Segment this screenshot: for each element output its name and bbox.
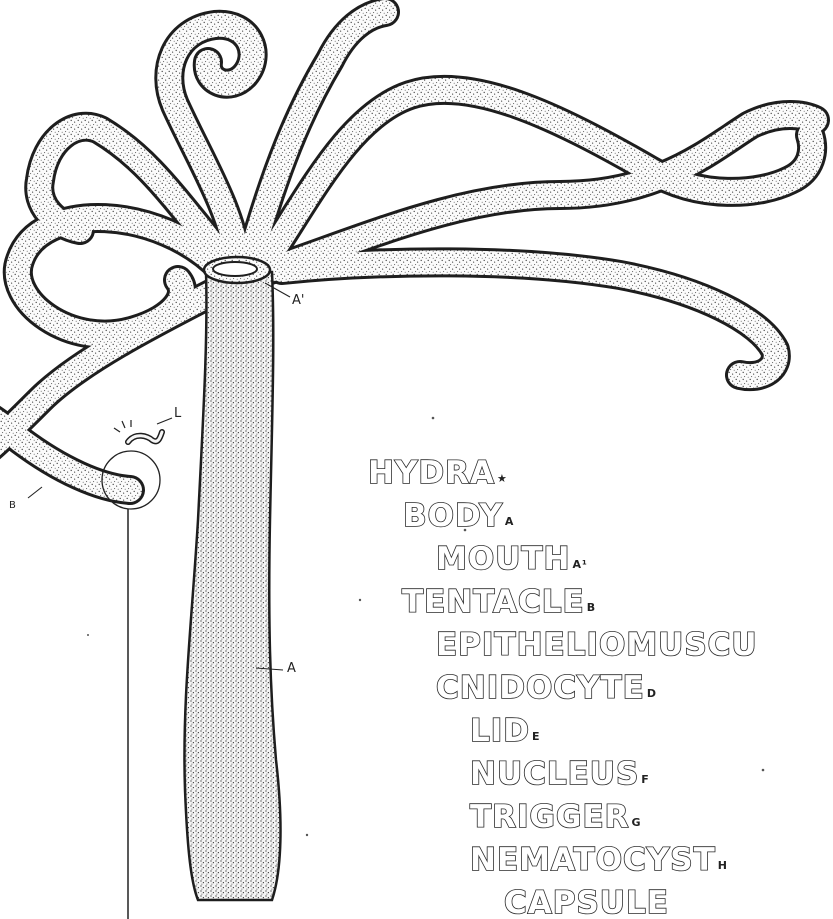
term-hydra: HYDRA★ xyxy=(368,455,508,491)
prey-pointer-label: L xyxy=(174,406,181,421)
hydra-body xyxy=(184,272,280,900)
tentacles xyxy=(0,12,815,490)
tentacle-pointer-label: B xyxy=(9,500,16,511)
term-capsule: CAPSULE xyxy=(504,885,671,919)
prey-motion-marks xyxy=(114,420,131,432)
term-epitheliomuscular: EPITHELIOMUSCU xyxy=(436,627,760,663)
body-pointer-label: A xyxy=(287,661,296,676)
mouth-pointer-label: A' xyxy=(292,293,304,308)
